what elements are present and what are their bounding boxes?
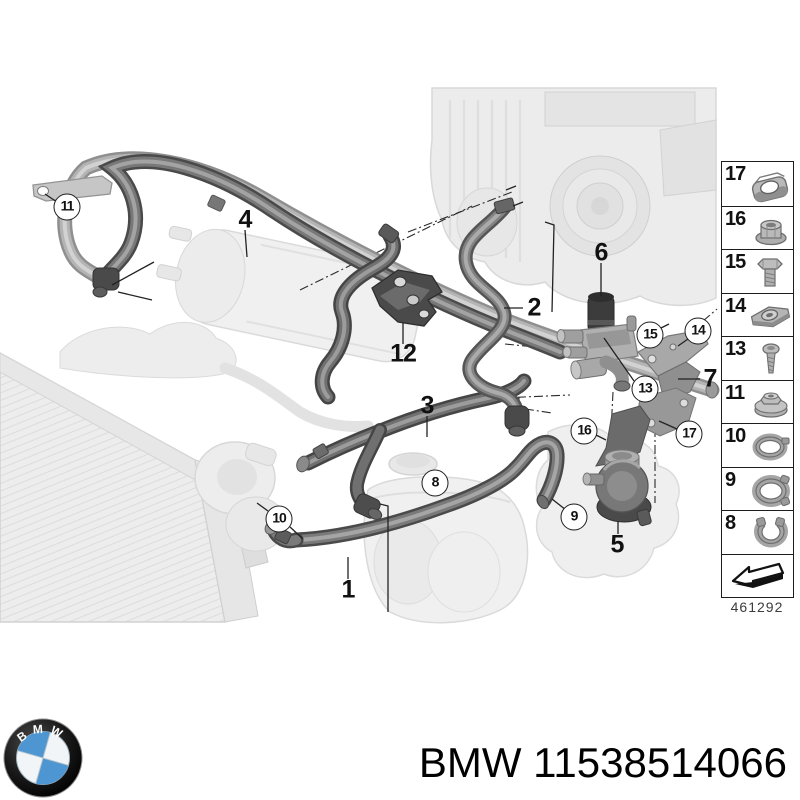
bracket-12: [371, 269, 443, 327]
legend-number: 13: [725, 338, 746, 360]
hose-2: [466, 197, 530, 437]
direction-arrow-icon: [731, 562, 785, 588]
legend-number: 17: [725, 163, 746, 185]
plastic-nut-icon: [754, 392, 788, 418]
legend-item-13: 13: [722, 336, 793, 380]
callout-5: 5: [610, 530, 625, 559]
valve-part-6: [556, 292, 639, 392]
fastener-legend: 17 16 15 14: [721, 161, 794, 598]
callout-10: 10: [265, 505, 293, 533]
thermostat-housing-ghost: [194, 441, 287, 552]
callout-2: 2: [527, 293, 542, 322]
callout-11: 11: [53, 193, 81, 221]
aux-water-pump-part-5: [582, 449, 652, 527]
legend-item-11: 11: [722, 379, 793, 424]
legend-item-16: 16: [722, 205, 793, 250]
callout-1: 1: [341, 575, 356, 604]
legend-item-direction: [722, 553, 793, 598]
callout-8: 8: [421, 469, 449, 497]
callout-7: 7: [703, 364, 718, 393]
callout-12: 12: [390, 339, 417, 368]
hose-clamp-small-icon: [752, 433, 790, 460]
bmw-roundel-logo: BMW: [3, 718, 83, 798]
legend-item-15: 15: [722, 249, 793, 293]
callout-16: 16: [570, 417, 598, 445]
part-number-text: BMW 11538514066: [418, 739, 787, 786]
speed-nut-icon: [750, 306, 791, 328]
parts-diagram: [0, 87, 800, 624]
hose-clamp-icon: [752, 474, 791, 507]
diagram-number: 461292: [730, 599, 784, 615]
callout-layer: 11 4 12 2 6 15 14 7 13 16 17 3 8 9 10 5 1: [53, 193, 718, 604]
roundel-quadrant: [35, 758, 69, 785]
legend-number: 8: [725, 512, 736, 534]
callout-13: 13: [631, 375, 659, 403]
legend-item-17: 17: [722, 162, 793, 206]
screw-icon: [762, 342, 780, 374]
legend-item-10: 10: [722, 423, 793, 467]
legend-item-14: 14: [722, 292, 793, 337]
callout-6: 6: [594, 238, 609, 267]
callout-17: 17: [675, 420, 703, 448]
legend-number: 14: [725, 294, 746, 317]
callout-4: 4: [238, 205, 253, 234]
hose-clamp-open-icon: [754, 516, 788, 547]
legend-number: 15: [725, 251, 746, 273]
callout-14: 14: [684, 317, 712, 345]
legend-item-9: 9: [722, 466, 793, 511]
legend-number: 10: [725, 425, 746, 447]
legend-number: 16: [725, 207, 746, 230]
legend-item-8: 8: [722, 510, 793, 554]
hose-3: [296, 223, 524, 520]
callout-9: 9: [560, 503, 588, 531]
clip-nut-icon: [751, 171, 789, 202]
flange-nut-icon: [755, 219, 787, 246]
legend-number: 9: [725, 468, 736, 491]
leader-lines: [44, 185, 700, 612]
legend-number: 11: [725, 381, 745, 404]
callout-3: 3: [420, 391, 435, 420]
bracket-11: [32, 175, 113, 202]
hex-bolt-icon: [757, 257, 783, 287]
roundel-quadrant: [17, 731, 51, 758]
callout-15: 15: [636, 321, 664, 349]
